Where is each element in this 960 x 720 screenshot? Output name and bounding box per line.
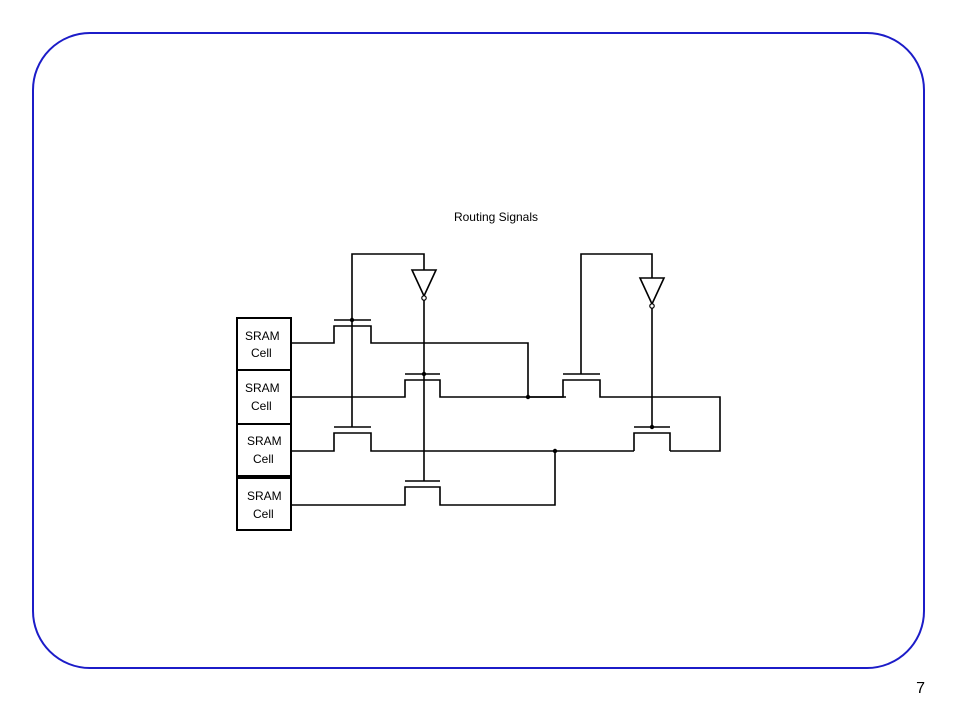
routing-track-right [580, 253, 653, 374]
buffer-2-triangle [638, 277, 666, 306]
pass-transistor-6-channel [633, 432, 671, 451]
sram-cell-1-line2: Cell [251, 346, 272, 360]
buffer-1 [410, 269, 438, 301]
pass-transistors [334, 319, 721, 482]
control-line-1 [291, 325, 529, 398]
sram-cell-4-line2: Cell [253, 507, 274, 521]
sram-cell-4-line1: SRAM [247, 489, 282, 503]
routing-track-left [351, 253, 425, 427]
junction-dot [649, 424, 655, 430]
control-line-3 [291, 432, 634, 452]
sram-cell-column: SRAM Cell SRAM Cell SRAM Cell SRAM Cell [236, 317, 292, 531]
pass-transistor-5-channel [528, 379, 721, 452]
sram-cell-3: SRAM Cell [236, 423, 292, 477]
junction-dots [349, 317, 655, 454]
buffer-2-bubble [649, 303, 655, 309]
sram-cell-3-line2: Cell [253, 452, 274, 466]
sram-cell-2: SRAM Cell [236, 369, 292, 425]
control-line-4 [291, 451, 556, 506]
page-number: 7 [916, 680, 925, 697]
junction-dot [525, 394, 531, 400]
junction-dot [552, 448, 558, 454]
sram-cell-4: SRAM Cell [236, 477, 292, 531]
control-lines [291, 325, 634, 506]
sram-cell-1-line1: SRAM [245, 329, 280, 343]
diagram-title: Routing Signals [454, 210, 538, 224]
sram-cell-2-line2: Cell [251, 399, 272, 413]
sram-cell-3-line1: SRAM [247, 434, 282, 448]
junction-dot [421, 371, 427, 377]
routing-wires [351, 253, 653, 481]
slide-frame [32, 32, 925, 669]
sram-cell-2-line1: SRAM [245, 381, 280, 395]
junction-dot [349, 317, 355, 323]
buffer-2 [638, 277, 666, 309]
buffer-1-bubble [421, 295, 427, 301]
buffer-1-triangle [410, 269, 438, 298]
sram-cell-1: SRAM Cell [236, 317, 292, 371]
control-line-2 [291, 379, 566, 398]
